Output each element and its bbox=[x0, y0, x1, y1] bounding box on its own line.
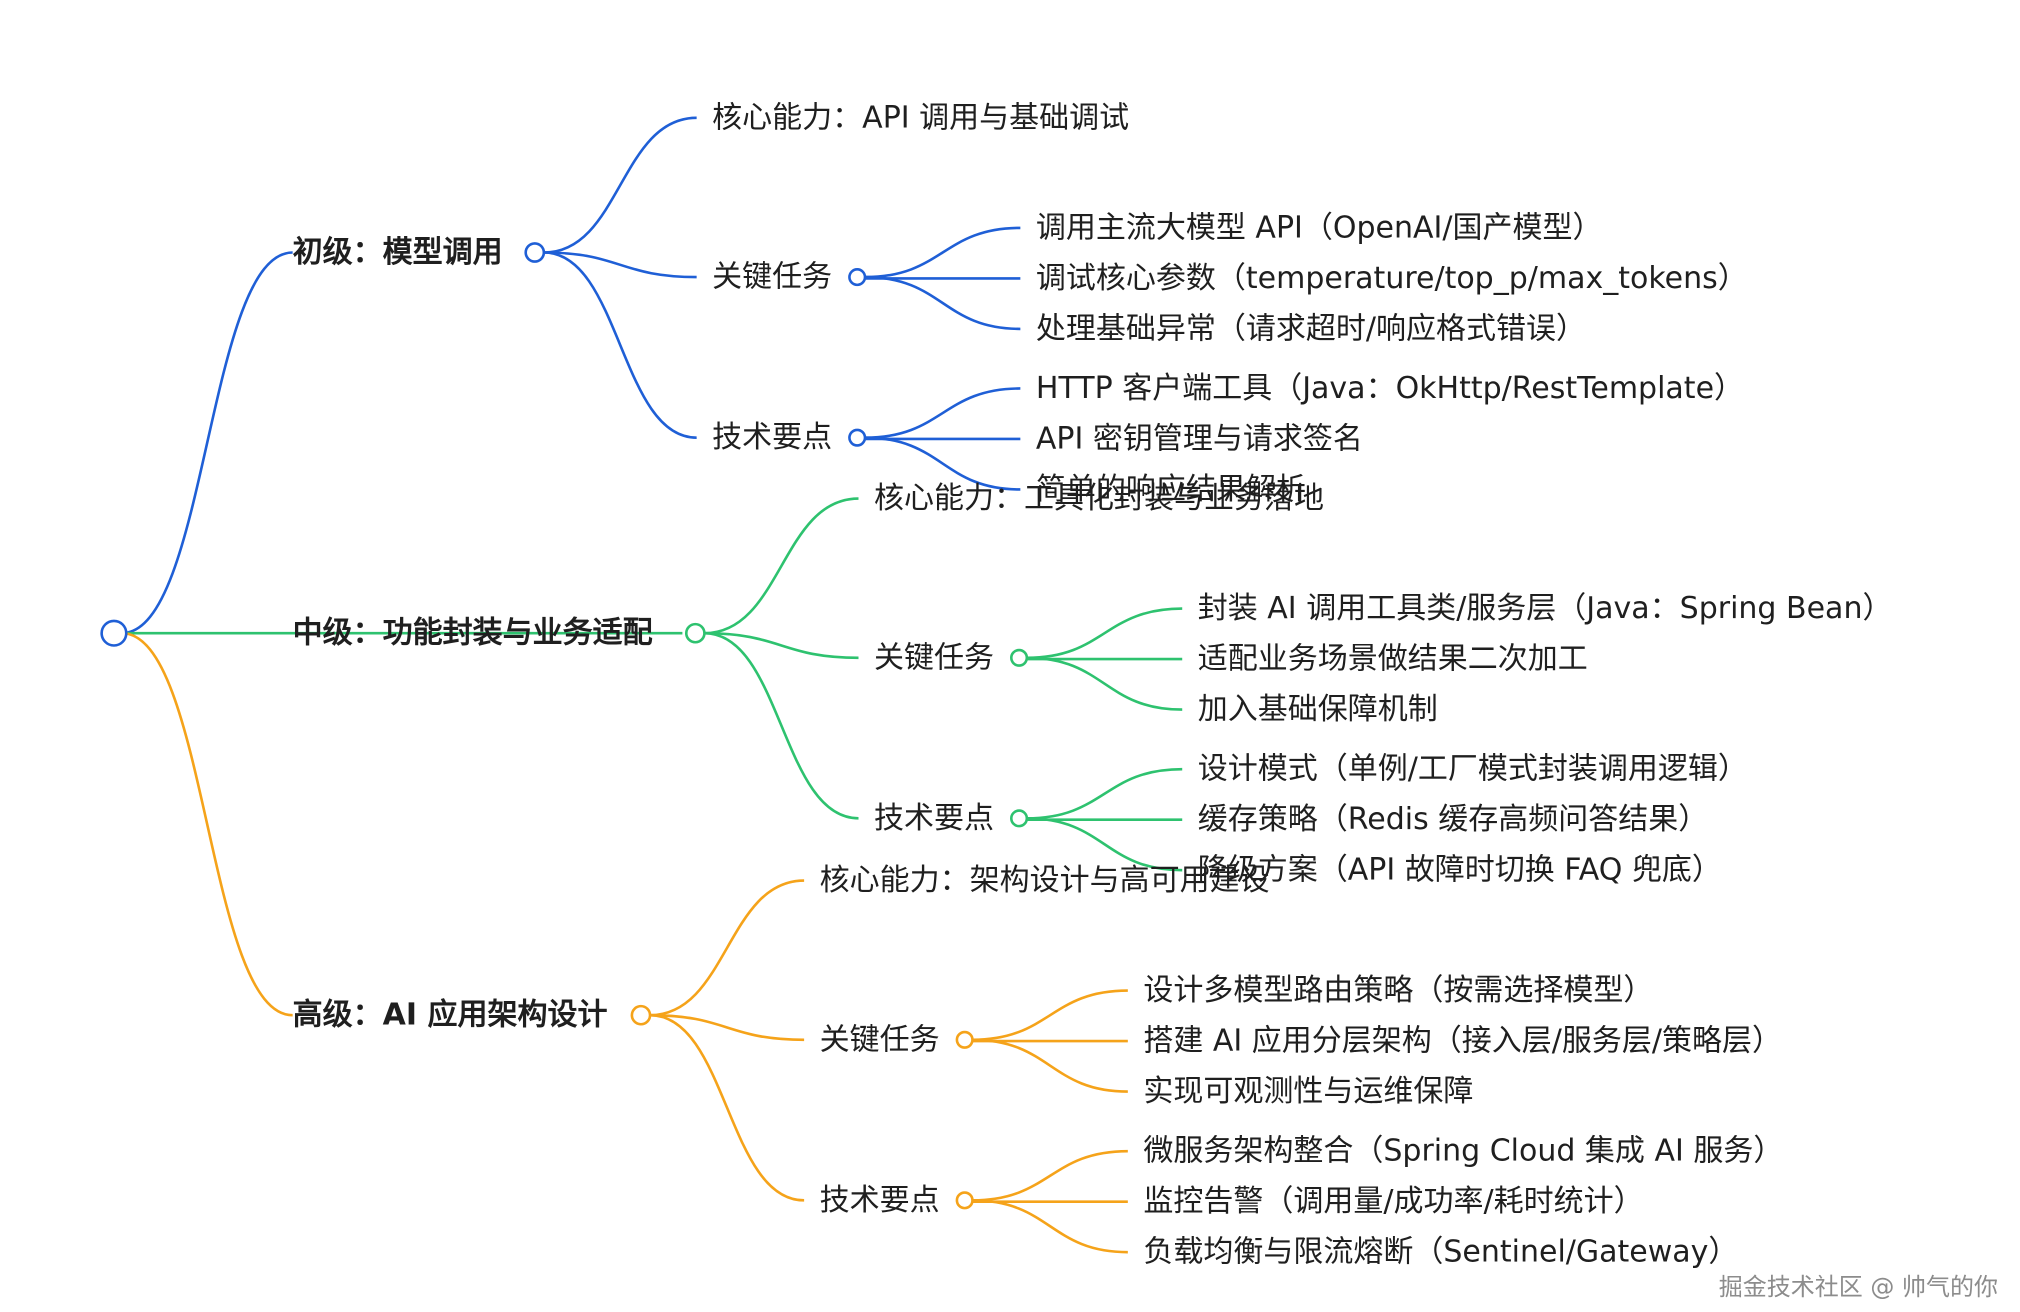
root-node[interactable] bbox=[100, 619, 128, 647]
tech-points-label-2: 技术要点 bbox=[874, 801, 994, 836]
item-2-1-3: 加入基础保障机制 bbox=[1198, 692, 1438, 727]
item-link-1-2-1 bbox=[864, 387, 1021, 439]
watermark: 掘金技术社区 @ 帅气的你 bbox=[1718, 1273, 1998, 1301]
item-link-3-2-1 bbox=[972, 1149, 1128, 1202]
item-link-2-1-3 bbox=[1026, 656, 1183, 711]
item-link-2-2-3 bbox=[1026, 817, 1183, 872]
branch-link-group-3-2 bbox=[650, 1013, 805, 1202]
tech-points-node-3[interactable] bbox=[955, 1191, 974, 1210]
branch-link-core-2 bbox=[704, 497, 859, 635]
item-link-1-1-1 bbox=[864, 226, 1021, 279]
item-link-3-2-3 bbox=[972, 1199, 1128, 1254]
branch-link-group-3-1 bbox=[650, 1013, 805, 1042]
item-2-2-2: 缓存策略（Redis 缓存高频问答结果） bbox=[1198, 802, 1709, 837]
key-tasks-label-2: 关键任务 bbox=[874, 640, 994, 675]
branch-node-2[interactable] bbox=[684, 622, 706, 644]
branch-title-3: 高级：AI 应用架构设计 bbox=[293, 998, 608, 1033]
links bbox=[121, 116, 1183, 1254]
item-3-2-3: 负载均衡与限流熔断（Sentinel/Gateway） bbox=[1143, 1235, 1738, 1270]
root-link-1 bbox=[121, 251, 293, 635]
branch-link-group-2-2 bbox=[704, 631, 859, 820]
root-link-3 bbox=[121, 631, 293, 1017]
branch-link-core-1 bbox=[543, 116, 697, 254]
item-3-1-2: 搭建 AI 应用分层架构（接入层/服务层/策略层） bbox=[1143, 1024, 1782, 1059]
branch-title-1: 初级：模型调用 bbox=[293, 235, 503, 270]
item-link-3-1-1 bbox=[972, 989, 1128, 1042]
item-2-2-1: 设计模式（单例/工厂模式封装调用逻辑） bbox=[1198, 752, 1748, 787]
key-tasks-node-3[interactable] bbox=[955, 1030, 974, 1049]
item-3-1-1: 设计多模型路由策略（按需选择模型） bbox=[1143, 973, 1653, 1008]
item-2-1-1: 封装 AI 调用工具类/服务层（Java：Spring Bean） bbox=[1198, 591, 1893, 626]
key-tasks-node-2[interactable] bbox=[1009, 648, 1029, 667]
item-1-2-2: API 密钥管理与请求签名 bbox=[1036, 421, 1363, 456]
tech-points-node-2[interactable] bbox=[1009, 809, 1029, 828]
branch-link-group-1-2 bbox=[543, 251, 697, 439]
item-2-1-2: 适配业务场景做结果二次加工 bbox=[1198, 642, 1588, 677]
item-3-2-1: 微服务架构整合（Spring Cloud 集成 AI 服务） bbox=[1143, 1134, 1783, 1169]
item-3-2-2: 监控告警（调用量/成功率/耗时统计） bbox=[1143, 1184, 1643, 1219]
core-ability-1: 核心能力：API 调用与基础调试 bbox=[712, 100, 1129, 135]
item-link-2-1-1 bbox=[1026, 607, 1183, 660]
item-link-1-2-3 bbox=[864, 436, 1021, 491]
tech-points-label-3: 技术要点 bbox=[820, 1183, 940, 1218]
item-link-3-1-3 bbox=[972, 1038, 1128, 1093]
item-link-2-2-1 bbox=[1026, 767, 1183, 820]
key-tasks-label-3: 关键任务 bbox=[820, 1022, 940, 1057]
item-1-1-1: 调用主流大模型 API（OpenAI/国产模型） bbox=[1036, 210, 1603, 245]
nodes bbox=[100, 242, 1029, 1210]
key-tasks-node-1[interactable] bbox=[848, 268, 867, 287]
branch-title-2: 中级：功能封装与业务适配 bbox=[293, 616, 653, 651]
branch-node-1[interactable] bbox=[524, 242, 546, 263]
branch-link-group-1-1 bbox=[543, 251, 697, 279]
item-1-1-3: 处理基础异常（请求超时/响应格式错误） bbox=[1036, 311, 1586, 346]
item-3-1-3: 实现可观测性与运维保障 bbox=[1143, 1074, 1473, 1109]
tech-points-label-1: 技术要点 bbox=[712, 420, 832, 455]
item-link-1-1-3 bbox=[864, 275, 1021, 331]
tech-points-node-1[interactable] bbox=[848, 428, 867, 447]
branch-node-3[interactable] bbox=[630, 1004, 652, 1026]
item-2-2-3: 降级方案（API 故障时切换 FAQ 兜底） bbox=[1198, 853, 1722, 888]
branch-link-core-3 bbox=[650, 879, 805, 1017]
key-tasks-label-1: 关键任务 bbox=[712, 260, 832, 295]
core-ability-3: 核心能力：架构设计与高可用建设 bbox=[820, 863, 1270, 898]
branch-link-group-2-1 bbox=[704, 631, 859, 660]
item-1-2-3: 简单的响应结果解析 bbox=[1036, 472, 1306, 507]
item-1-2-1: HTTP 客户端工具（Java：OkHttp/RestTemplate） bbox=[1036, 371, 1744, 406]
core-ability-2: 核心能力：工具化封装与业务落地 bbox=[874, 481, 1324, 516]
item-1-1-2: 调试核心参数（temperature/top_p/max_tokens） bbox=[1036, 261, 1748, 296]
